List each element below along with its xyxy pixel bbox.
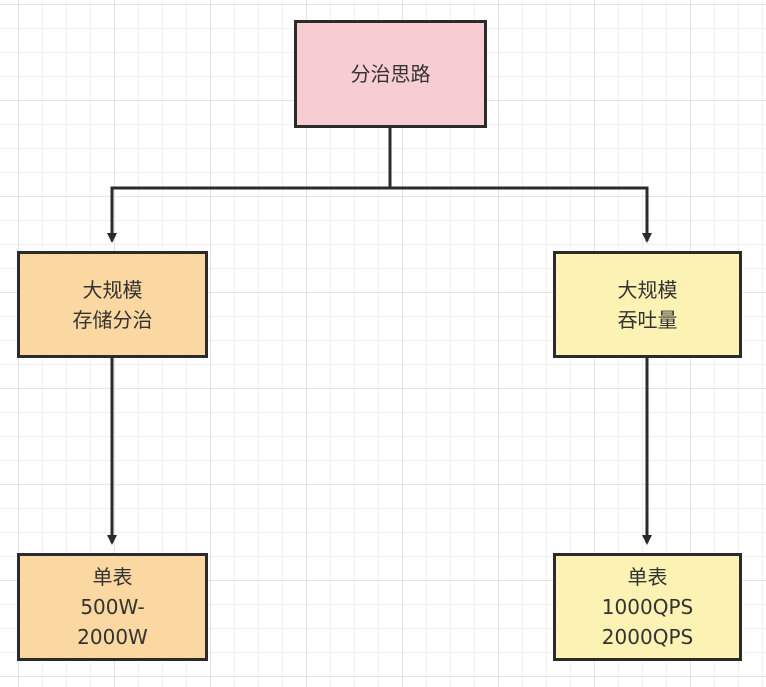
edge-root-to-storage [107,128,392,243]
table-qps-label: 单表 1000QPS 2000QPS [601,565,694,649]
throughput-scale-node[interactable]: 大规模 吞吐量 [553,251,742,358]
storage-scale-label: 大规模 存储分治 [72,277,153,332]
root-node[interactable]: 分治思路 [294,20,487,128]
root-node-label: 分治思路 [350,62,431,86]
throughput-scale-label: 大规模 吞吐量 [617,277,678,332]
table-qps-node[interactable]: 单表 1000QPS 2000QPS [553,553,742,661]
table-size-label: 单表 500W- 2000W [77,565,148,649]
table-size-node[interactable]: 单表 500W- 2000W [17,553,208,661]
edge-root-to-throughput [390,186,652,243]
storage-scale-node[interactable]: 大规模 存储分治 [17,251,208,358]
